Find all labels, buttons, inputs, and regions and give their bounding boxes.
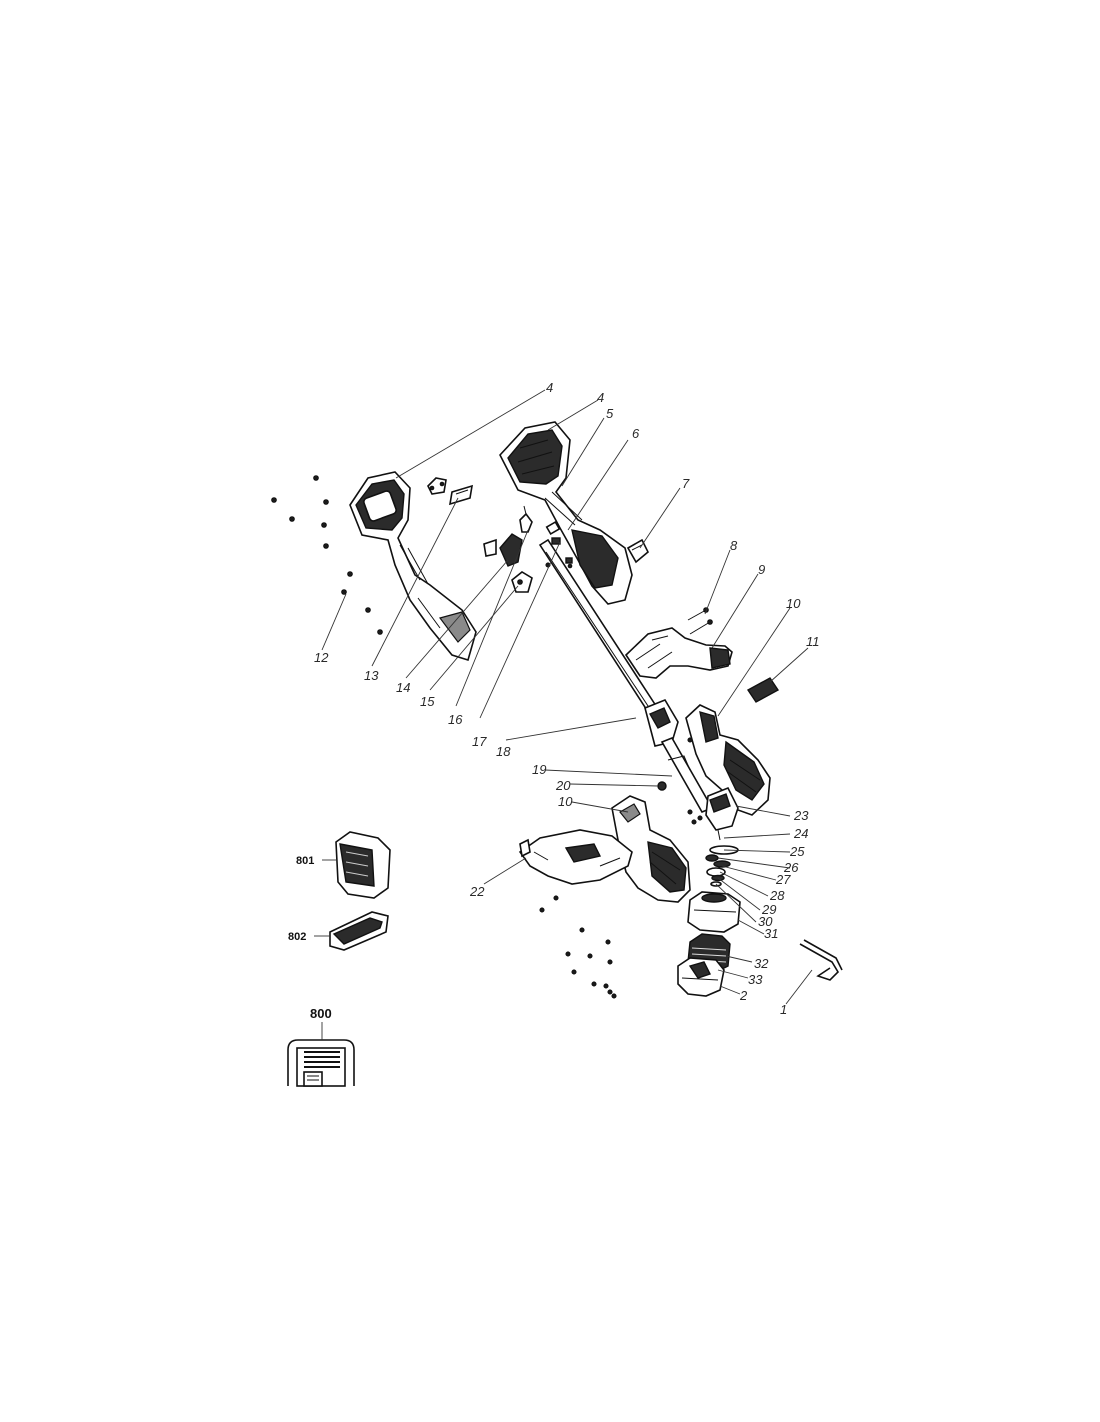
- leader-lines: [314, 389, 813, 1005]
- screw-cluster-left: [271, 475, 383, 635]
- lower-shaft-section: [644, 699, 714, 814]
- callout-18: 18: [496, 744, 511, 759]
- switch-bracket-part: [427, 477, 447, 495]
- motor-screws: [687, 809, 703, 825]
- callout-801: 801: [296, 855, 314, 867]
- callout-24: 24: [793, 826, 808, 841]
- right-housing-half: [499, 421, 633, 605]
- callout-26: 26: [783, 860, 799, 875]
- callout-29: 29: [761, 902, 776, 917]
- callout-15: 15: [420, 694, 435, 709]
- guard-part: [518, 829, 633, 885]
- callout-11: 11: [806, 634, 820, 649]
- callout-33: 33: [748, 972, 763, 987]
- motor-part: [705, 786, 739, 841]
- callout-30: 30: [758, 914, 773, 929]
- callout-22: 22: [469, 884, 485, 899]
- callout-19: 19: [532, 762, 546, 777]
- end-cap-part: [746, 677, 780, 703]
- callout-27: 27: [775, 872, 791, 887]
- callout-800: 800: [310, 1006, 332, 1021]
- callout-1: 1: [780, 1002, 787, 1017]
- callout-16: 16: [448, 712, 463, 727]
- callout-14: 14: [396, 680, 410, 695]
- left-housing-half: [349, 471, 477, 662]
- callout-17: 17: [472, 734, 487, 749]
- callout-labels: 4 4 5 6 7 8 9 10 11 12 13 14 15 16 17 18…: [288, 380, 820, 1021]
- callout-4-right: 4: [597, 390, 604, 405]
- wire-connector-part: [519, 505, 533, 533]
- callout-23: 23: [793, 808, 809, 823]
- motor-housing-right-half: [685, 704, 771, 816]
- motor-housing-left-half: [611, 795, 691, 903]
- edge-guide-wire: [799, 939, 843, 981]
- callout-25: 25: [789, 844, 805, 859]
- label-plate-part: [448, 484, 474, 506]
- trigger-switch-part: [483, 533, 523, 567]
- callout-8: 8: [730, 538, 738, 553]
- nut-part: [657, 781, 667, 791]
- battery-pack-801: [335, 831, 391, 899]
- spool-cap-part: [677, 957, 725, 997]
- callout-6: 6: [632, 426, 640, 441]
- callout-802: 802: [288, 931, 306, 943]
- callout-2: 2: [739, 988, 748, 1003]
- label-kit-800: [287, 1022, 355, 1087]
- charger-802: [329, 911, 389, 951]
- callout-10-lower: 10: [558, 794, 573, 809]
- callout-20: 20: [555, 778, 571, 793]
- callout-32: 32: [754, 956, 769, 971]
- screw-cluster-bottom: [539, 895, 617, 999]
- callout-10-upper: 10: [786, 596, 801, 611]
- cord-clip-part: [626, 538, 649, 564]
- callout-31: 31: [764, 926, 778, 941]
- callout-13: 13: [364, 668, 379, 683]
- callout-28: 28: [769, 888, 785, 903]
- retainer-clip-part: [545, 520, 573, 569]
- callout-5: 5: [606, 406, 614, 421]
- callout-9: 9: [758, 562, 765, 577]
- spool-housing-part: [687, 891, 741, 933]
- handle-screws: [687, 607, 713, 635]
- callout-7: 7: [682, 476, 690, 491]
- front-handle-part: [624, 627, 733, 679]
- callout-4-left: 4: [546, 380, 553, 395]
- callout-12: 12: [314, 650, 329, 665]
